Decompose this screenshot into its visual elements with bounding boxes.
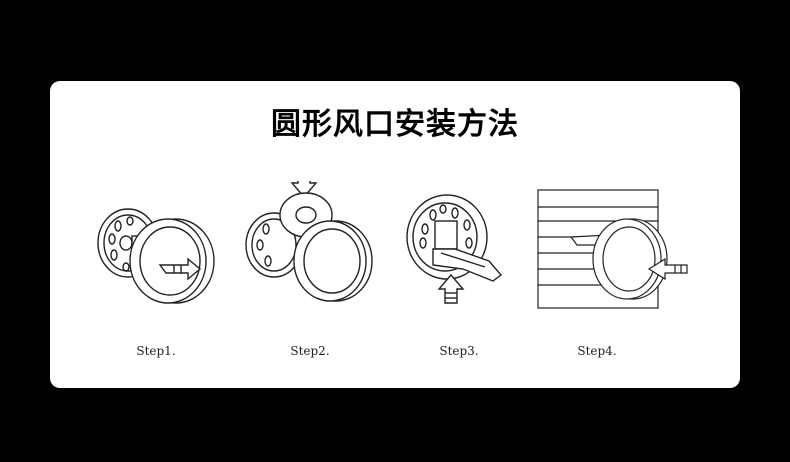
step-4-illustration	[537, 189, 688, 309]
step-1-label: Step1.	[136, 344, 176, 358]
step-2-label: Step2.	[290, 344, 330, 358]
step-3-label: Step3.	[439, 344, 479, 358]
step-4-label: Step4.	[577, 344, 617, 358]
step-2: Step2.	[240, 181, 380, 381]
step-2-illustration	[245, 181, 373, 302]
step-1-illustration	[97, 208, 215, 304]
step-3-illustration	[406, 194, 503, 304]
step-4: Step4.	[537, 181, 697, 381]
instruction-card: 圆形风口安装方法	[50, 81, 740, 388]
step-3: Step3.	[389, 181, 529, 381]
page-title: 圆形风口安装方法	[271, 107, 519, 142]
step-1: Step1.	[86, 181, 226, 381]
